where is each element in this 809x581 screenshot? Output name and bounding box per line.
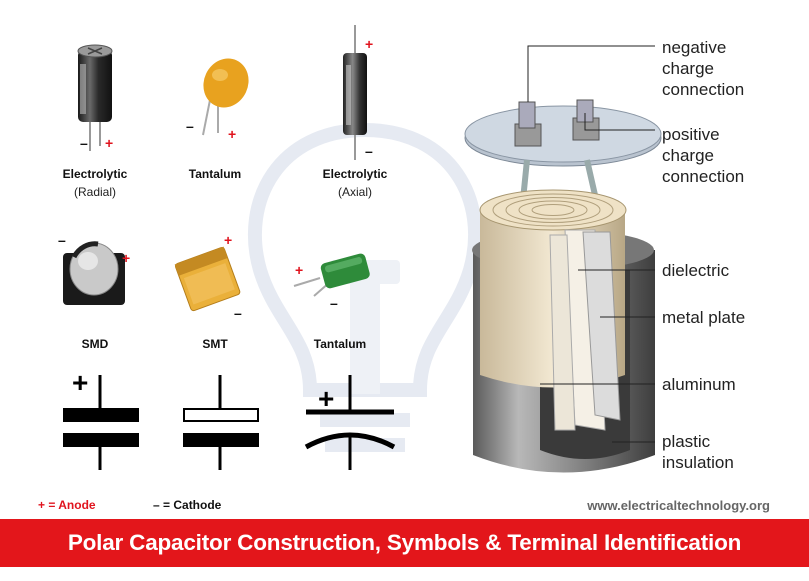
radial-minus-label: – — [80, 135, 88, 151]
electrolytic-radial-capacitor-image — [77, 44, 113, 151]
positive-charge-connection-label: positive charge connection — [662, 125, 745, 186]
radial-sublabel: (Radial) — [73, 185, 116, 199]
axial-plus-label: + — [365, 36, 374, 52]
capacitor-construction-cutaway-image — [464, 99, 662, 473]
radial-plus-label: + — [105, 135, 114, 151]
website-url: www.electricaltechnology.org — [587, 498, 770, 513]
negative-charge-connection-label: negative charge connection — [662, 38, 745, 99]
smd-plus-label: + — [122, 250, 131, 266]
symbol-1-plus-sign: + — [72, 367, 89, 398]
plastic-insulation-label: plastic insulation — [662, 432, 734, 472]
film-plus-label: + — [295, 262, 304, 278]
tantalum-film-label: Tantalum — [313, 337, 367, 351]
tantalum-label: Tantalum — [188, 167, 242, 181]
cathode-legend: – = Cathode — [153, 498, 222, 512]
tantalum-film-capacitor-image — [293, 253, 370, 297]
anode-legend: + = Anode — [38, 498, 96, 512]
symbol-3-plus-sign: + — [318, 383, 335, 414]
metal-plate-label: metal plate — [662, 308, 746, 327]
bulb-watermark-icon — [247, 122, 483, 452]
axial-sublabel: (Axial) — [337, 185, 372, 199]
polar-capacitor-symbol-3 — [304, 375, 396, 470]
smd-minus-label: – — [58, 232, 66, 248]
title-banner: Polar Capacitor Construction, Symbols & … — [0, 519, 809, 567]
electrolytic-axial-label: Electrolytic — [322, 167, 388, 181]
smt-capacitor-image — [174, 246, 241, 312]
polar-capacitor-symbol-1 — [63, 375, 139, 470]
smd-capacitor-image — [63, 241, 125, 305]
tantalum-bead-capacitor-image — [202, 58, 249, 136]
tantalum-minus-label: – — [186, 118, 194, 134]
electrolytic-axial-capacitor-image — [343, 25, 367, 160]
dielectric-label: dielectric — [662, 261, 730, 280]
smd-label: SMD — [81, 337, 109, 351]
smt-minus-label: – — [234, 305, 242, 321]
axial-minus-label: – — [365, 143, 373, 159]
film-minus-label: – — [330, 295, 338, 311]
smt-label: SMT — [202, 337, 228, 351]
polar-capacitor-symbol-2 — [183, 375, 259, 470]
electrolytic-radial-label: Electrolytic — [62, 167, 128, 181]
smt-plus-label: + — [224, 232, 233, 248]
aluminum-label: aluminum — [662, 375, 736, 394]
tantalum-plus-label: + — [228, 126, 237, 142]
